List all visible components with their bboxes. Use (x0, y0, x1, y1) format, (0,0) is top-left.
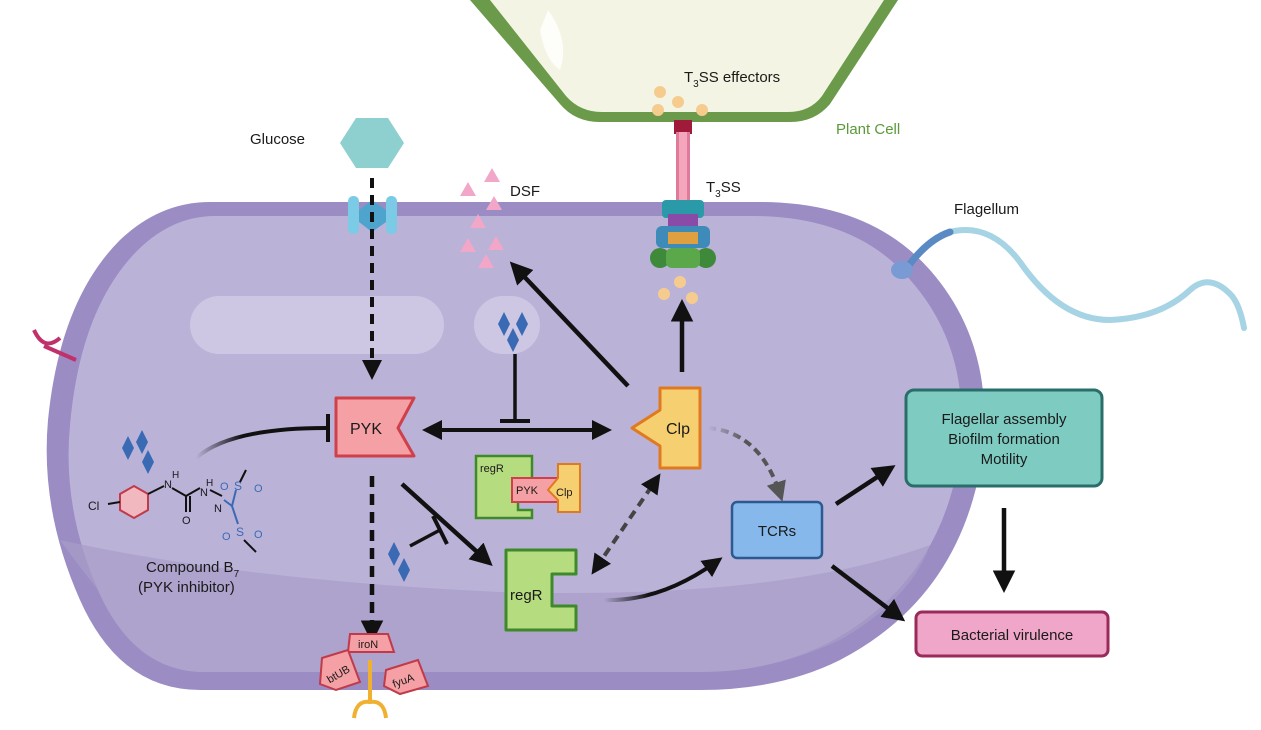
effector-molecules-bottom (658, 276, 698, 304)
compound-b7-structure: Cl N H O N H N S S O O O O (88, 469, 263, 553)
svg-text:Compound B7: Compound B7 (146, 559, 240, 580)
phenotype-line3: Motility (981, 451, 1028, 468)
gene-fyua-icon: fyuA (382, 658, 430, 696)
glucose-label: Glucose (250, 131, 305, 148)
atom-o: O (182, 515, 191, 527)
effector-molecules-top (652, 86, 708, 116)
svg-text:T3SS: T3SS (706, 179, 741, 200)
plant-cell-label: Plant Cell (836, 121, 900, 138)
compound-b7-label: Compound B7 (PYK inhibitor) (138, 559, 240, 596)
atom-n2: N (200, 487, 208, 499)
regr-pyk-clp-complex: regR PYK Clp (474, 454, 581, 520)
svg-text:T3SS effectors: T3SS effectors (684, 69, 780, 90)
complex-regr-label: regR (480, 463, 504, 475)
compound-inhibition-curve (194, 426, 327, 460)
phenotype-box: Flagellar assembly Biofilm formation Mot… (904, 388, 1104, 488)
t3ss-apparatus-icon (650, 120, 716, 268)
flagellum-label: Flagellum (954, 201, 1019, 218)
clp-to-dsf-arrow (509, 261, 630, 388)
tcrs-label: TCRs (758, 523, 796, 540)
tcrs-to-virulence-arrow (830, 564, 906, 622)
atom-h1: H (172, 470, 179, 481)
pyk-to-regr-arrow (400, 482, 493, 567)
phenotype-line1: Flagellar assembly (941, 411, 1067, 428)
inhibitor-molecules-lower (388, 542, 410, 582)
inclusion-body-left (190, 296, 444, 354)
virulence-box: Bacterial virulence (914, 610, 1110, 658)
t3ss-effectors-label: T3SS effectors (684, 69, 780, 90)
inhibitor-molecules-left (122, 430, 154, 474)
pyk-label: PYK (350, 421, 382, 438)
gene-btub-icon: btUB (318, 648, 362, 692)
clp-to-tcrs-arrow (707, 426, 786, 502)
atom-o2: O (254, 483, 263, 495)
t3ss-label: T3SS (706, 179, 741, 200)
gene-iron-icon: iroN (346, 633, 396, 653)
atom-n3: N (214, 503, 222, 515)
phenotype-line2: Biofilm formation (948, 431, 1060, 448)
atom-cl: Cl (88, 499, 99, 513)
virulence-label: Bacterial virulence (951, 627, 1074, 644)
atom-s2: S (236, 525, 244, 539)
pyk-protein: PYK (334, 396, 416, 458)
regr-label: regR (510, 587, 543, 604)
atom-o1: O (220, 481, 229, 493)
regr-protein: regR (504, 548, 578, 632)
atom-o3: O (222, 531, 231, 543)
glucose-icon (340, 118, 404, 168)
dsf-molecules (460, 168, 504, 268)
clp-protein: Clp (630, 386, 702, 470)
membrane-receptor-left (32, 329, 77, 362)
atom-s1: S (234, 479, 242, 493)
atom-h2: H (206, 478, 213, 489)
inhibition-line-lower (409, 528, 441, 548)
inhibitor-molecules-center (498, 312, 528, 352)
iron-uptake-genes: iroN btUB fyuA (318, 633, 430, 719)
clp-label: Clp (666, 421, 690, 438)
inhibition-bar-lower (431, 515, 449, 545)
gene-iron-label: iroN (358, 639, 378, 651)
tcrs-box: TCRs (730, 500, 824, 560)
plant-cell (470, 0, 898, 122)
dsf-label: DSF (510, 183, 540, 200)
tcrs-to-phenotype-arrow (834, 465, 896, 506)
atom-n1: N (164, 479, 172, 491)
atom-o4: O (254, 529, 263, 541)
complex-pyk-label: PYK (516, 485, 539, 497)
regr-clp-dashed-arrow (591, 473, 661, 575)
regr-to-tcrs-arrow (603, 557, 723, 603)
flagellum-icon (891, 227, 1247, 331)
complex-clp-label: Clp (556, 487, 573, 499)
compound-b7-description: (PYK inhibitor) (138, 579, 235, 596)
